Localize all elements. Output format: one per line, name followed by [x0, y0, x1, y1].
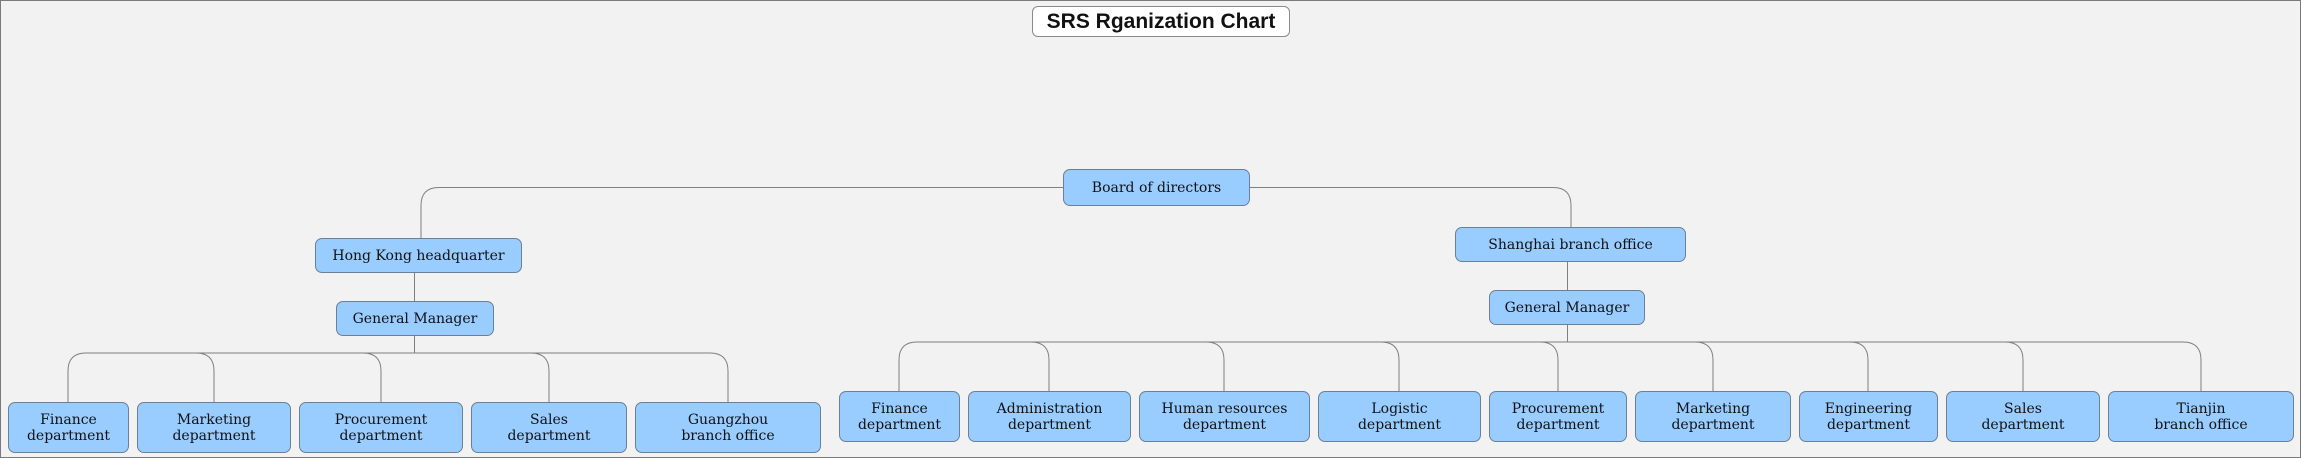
line-sh-dept-3 [1380, 341, 1400, 391]
line-sh-dept-4 [1539, 341, 1559, 391]
line-hk-dept-2 [362, 352, 382, 402]
node-sh-administration-department[interactable]: Administration department [968, 391, 1131, 442]
node-sh-engineering-department[interactable]: Engineering department [1799, 391, 1938, 442]
line-board-to-hk [420, 187, 1063, 238]
node-board-of-directors[interactable]: Board of directors [1063, 169, 1250, 206]
node-sh-sales-department[interactable]: Sales department [1946, 391, 2100, 442]
node-hk-sales-department[interactable]: Sales department [471, 402, 627, 453]
line-sh-dept-7 [2004, 341, 2024, 391]
chart-title: SRS Rganization Chart [1032, 6, 1290, 37]
line-sh-dept-2 [1205, 341, 1225, 391]
node-hk-general-manager[interactable]: General Manager [336, 301, 494, 336]
node-hk-marketing-department[interactable]: Marketing department [137, 402, 291, 453]
line-hk-dept-bus [67, 352, 729, 402]
line-sh-dept-5 [1694, 341, 1714, 391]
node-sh-finance-department[interactable]: Finance department [839, 391, 960, 442]
node-sh-marketing-department[interactable]: Marketing department [1635, 391, 1791, 442]
line-board-to-sh [1250, 187, 1572, 227]
node-hk-guangzhou-branch-office[interactable]: Guangzhou branch office [635, 402, 821, 453]
node-sh-logistic-department[interactable]: Logistic department [1318, 391, 1481, 442]
node-hong-kong-headquarter[interactable]: Hong Kong headquarter [315, 238, 522, 273]
node-sh-procurement-department[interactable]: Procurement department [1489, 391, 1627, 442]
node-hk-procurement-department[interactable]: Procurement department [299, 402, 463, 453]
node-sh-human-resources-department[interactable]: Human resources department [1139, 391, 1310, 442]
line-hk-dept-3 [530, 352, 550, 402]
node-shanghai-branch-office[interactable]: Shanghai branch office [1455, 227, 1686, 262]
node-sh-general-manager[interactable]: General Manager [1489, 290, 1645, 325]
line-sh-dept-1 [1030, 341, 1050, 391]
line-sh-dept-6 [1849, 341, 1869, 391]
line-sh-dept-bus [898, 341, 2202, 391]
node-hk-finance-department[interactable]: Finance department [8, 402, 129, 453]
node-sh-tianjin-branch-office[interactable]: Tianjin branch office [2108, 391, 2294, 442]
line-hk-dept-1 [195, 352, 215, 402]
